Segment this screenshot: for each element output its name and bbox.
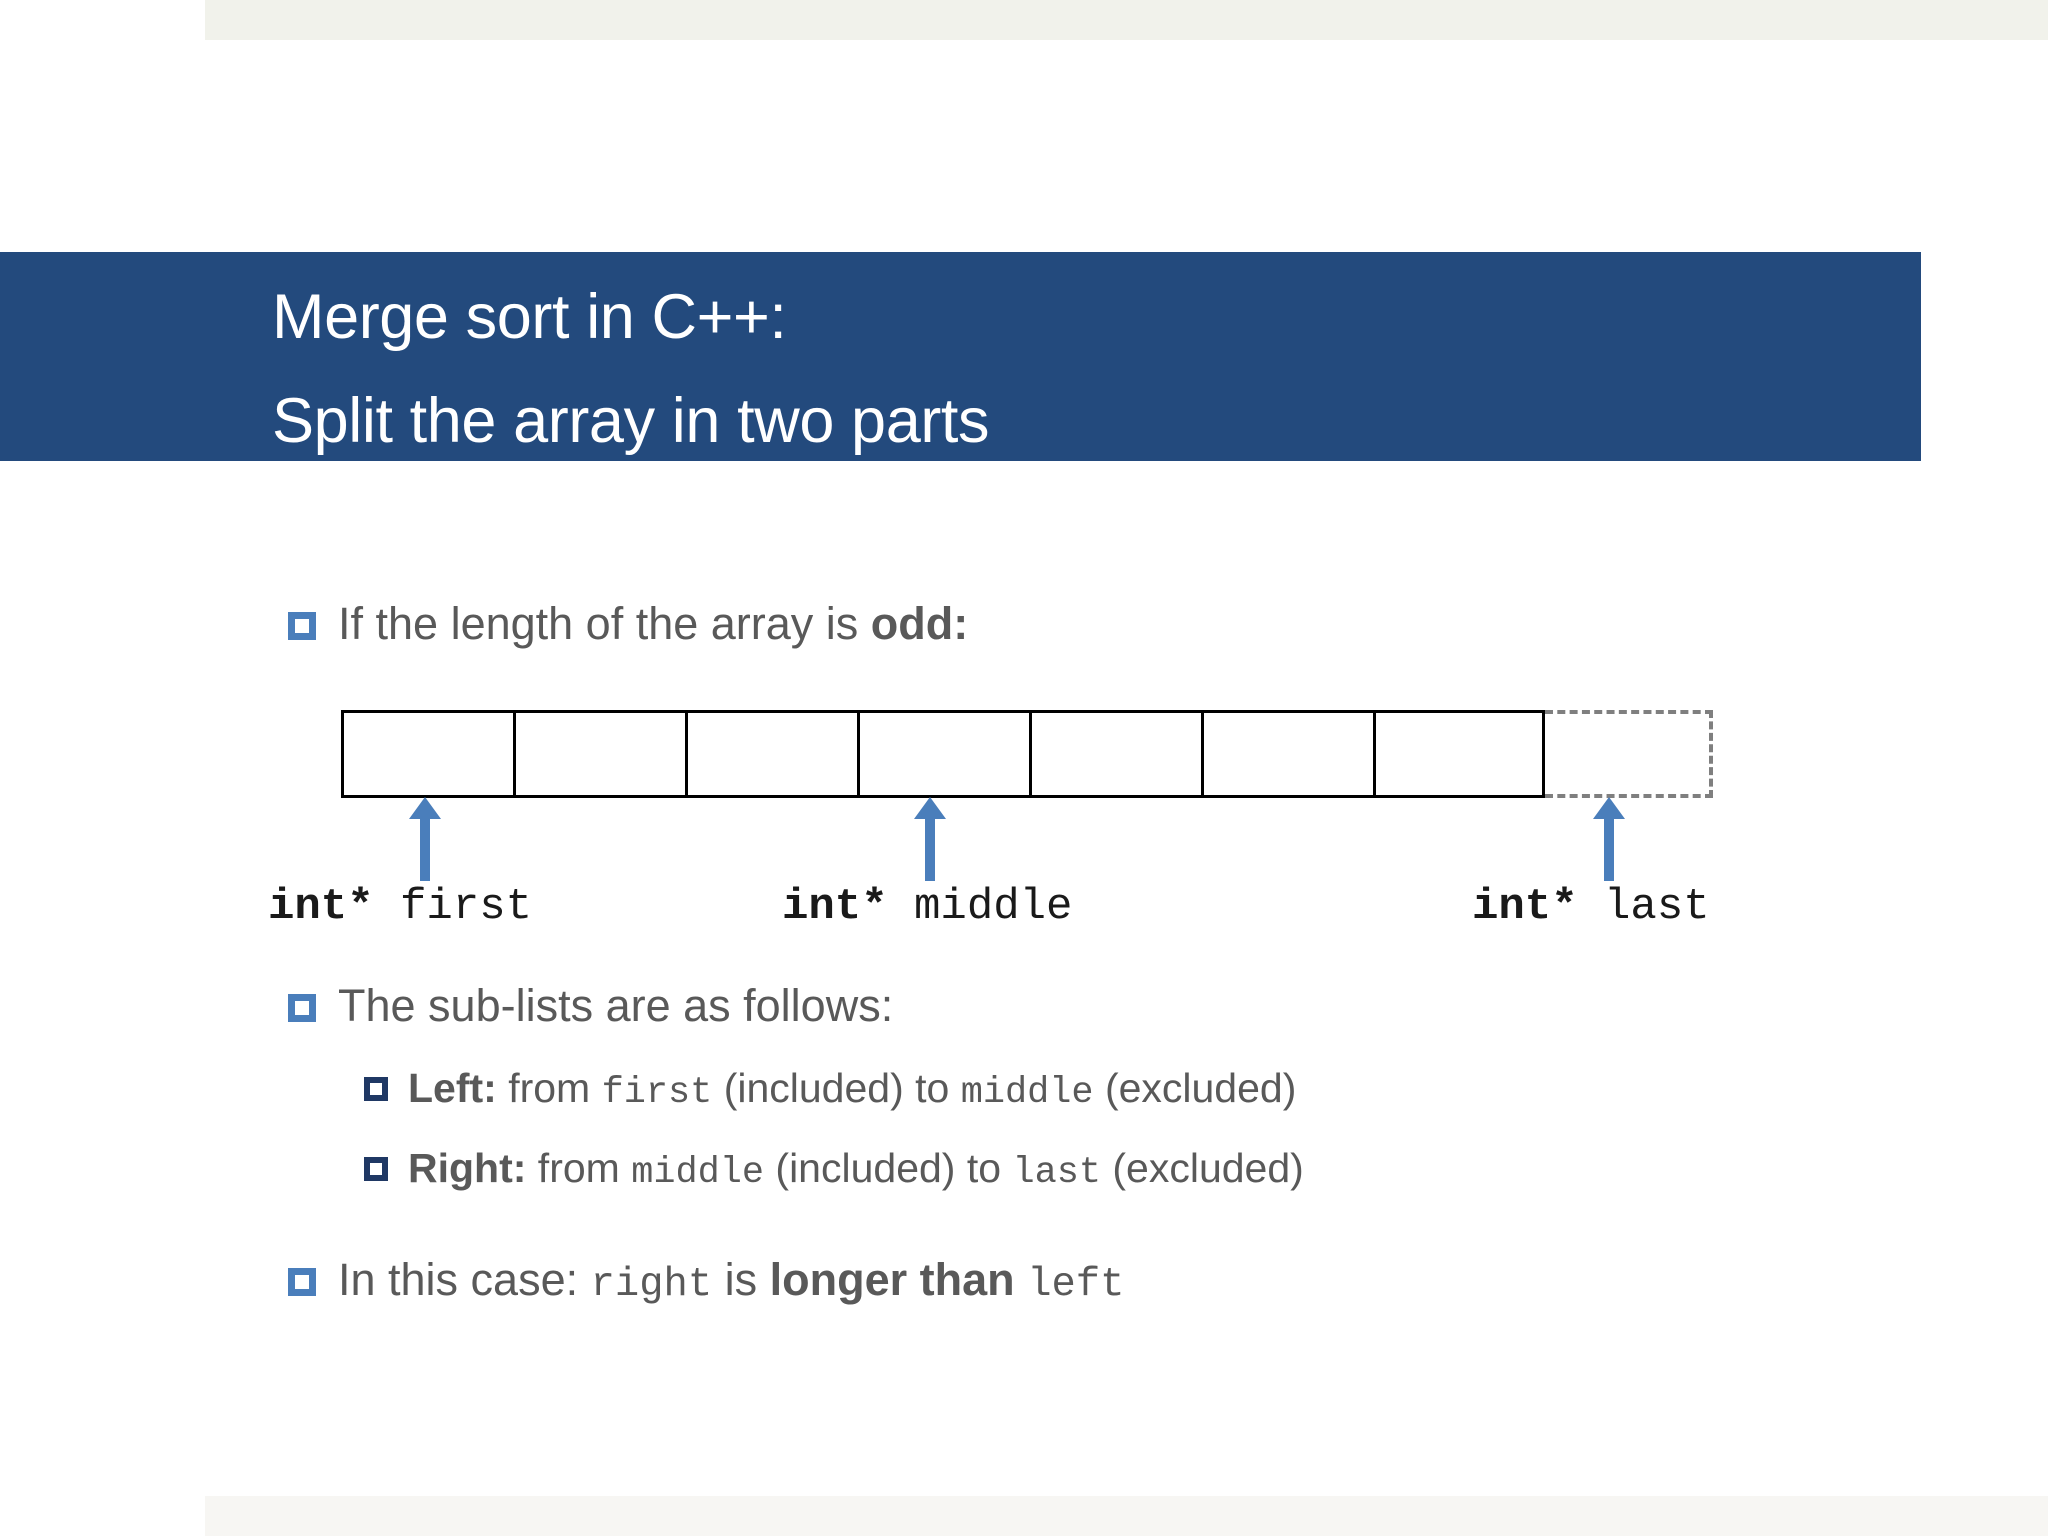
sub-bullet-text-left: Left: from first (included) to middle (e… (408, 1064, 1296, 1117)
array-diagram (341, 710, 1713, 798)
sub-bullet-right-t2: (included) to (764, 1145, 1013, 1191)
sub-bullet-left-label: Left: (408, 1065, 497, 1111)
pointer-label-last: int* last (1472, 882, 1710, 932)
array-cell (857, 710, 1029, 798)
top-decor-strip (205, 0, 2048, 40)
sub-bullet-left-t2: (included) to (712, 1065, 961, 1111)
sub-bullet-left-t3: (excluded) (1093, 1065, 1297, 1111)
sub-bullet-left-code-middle: middle (960, 1072, 1094, 1114)
square-bullet-icon (288, 994, 316, 1022)
square-bullet-icon (288, 612, 316, 640)
sub-bullet-right-t1: from (526, 1145, 632, 1191)
pointer-label-middle-type: int* (782, 882, 888, 932)
bullet-item-conclusion: In this case: right is longer than left (288, 1254, 1124, 1311)
square-bullet-icon (288, 1268, 316, 1296)
pointer-label-last-type: int* (1472, 882, 1578, 932)
array-cell-past-end (1545, 710, 1713, 798)
bottom-decor-strip (205, 1496, 2048, 1536)
conclusion-code-right: right (590, 1262, 713, 1308)
bullet-text-lead: If the length of the array is (338, 598, 871, 649)
slide-title-band: Merge sort in C++: Split the array in tw… (0, 252, 1921, 461)
sub-bullet-right-t3: (excluded) (1101, 1145, 1304, 1191)
pointer-arrow-first-icon (408, 797, 442, 881)
page-title-line-1: Merge sort in C++: (272, 282, 787, 352)
sub-bullet-right-label: Right: (408, 1145, 527, 1191)
sub-bullet-left-code-first: first (601, 1072, 713, 1114)
square-bullet-icon (364, 1077, 388, 1101)
sub-bullet-right-code-last: last (1012, 1152, 1101, 1194)
page-title-line-2: Split the array in two parts (272, 386, 990, 456)
square-bullet-icon (364, 1157, 388, 1181)
bullet-item-sublists: The sub-lists are as follows: (288, 980, 893, 1032)
sub-bullet-right-code-middle: middle (631, 1152, 765, 1194)
pointer-label-last-name: last (1604, 882, 1710, 932)
bullet-text-sublists: The sub-lists are as follows: (338, 980, 894, 1031)
conclusion-t1: is (712, 1254, 770, 1305)
conclusion-lead: In this case: (338, 1254, 591, 1305)
array-cell (685, 710, 857, 798)
array-cell (1373, 710, 1545, 798)
sub-bullet-item-right: Right: from middle (included) to last (e… (364, 1144, 1304, 1197)
conclusion-emphasis: longer than (769, 1254, 1015, 1305)
pointer-label-middle: int* middle (782, 882, 1072, 932)
bullet-text-odd-length: If the length of the array is odd: (338, 598, 968, 650)
sub-bullet-text-right: Right: from middle (included) to last (e… (408, 1144, 1304, 1197)
bullet-text-conclusion: In this case: right is longer than left (338, 1254, 1124, 1311)
sub-bullet-left-t1: from (496, 1065, 602, 1111)
bullet-text-emphasis: odd: (870, 598, 969, 649)
pointer-label-first-name: first (400, 882, 533, 932)
pointer-label-first: int* first (268, 882, 532, 932)
array-cell (1029, 710, 1201, 798)
pointer-arrow-last-icon (1592, 797, 1626, 881)
conclusion-code-left: left (1027, 1262, 1125, 1308)
pointer-label-first-type: int* (268, 882, 374, 932)
array-cell (1201, 710, 1373, 798)
bullet-item-odd-length: If the length of the array is odd: (288, 598, 968, 650)
page-title: Merge sort in C++: Split the array in tw… (272, 265, 990, 473)
sub-bullet-item-left: Left: from first (included) to middle (e… (364, 1064, 1296, 1117)
pointer-label-middle-name: middle (914, 882, 1073, 932)
array-cell (513, 710, 685, 798)
conclusion-t2 (1015, 1254, 1028, 1305)
pointer-arrow-middle-icon (913, 797, 947, 881)
array-cell (341, 710, 513, 798)
